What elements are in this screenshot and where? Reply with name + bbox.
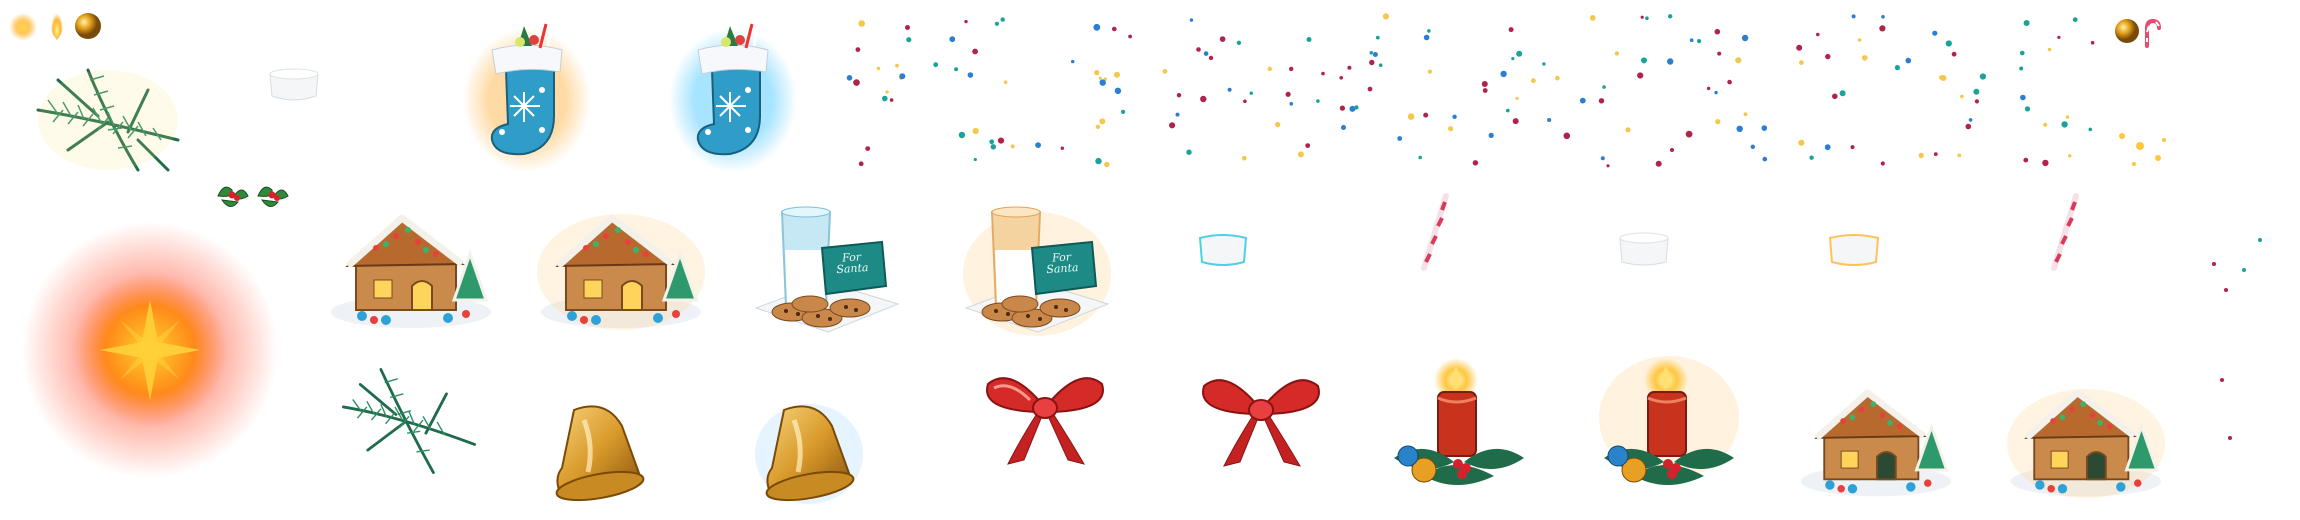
confetti-sparkle-icon <box>840 8 2100 178</box>
golden-bell-icon <box>754 396 864 506</box>
christmas-stocking-icon <box>668 20 798 172</box>
gingerbread-house-icon <box>1796 374 1956 500</box>
flame-drop-icon <box>46 6 68 42</box>
pine-branch-icon <box>28 50 188 180</box>
christmas-stocking-icon <box>462 20 592 172</box>
gingerbread-house-icon <box>326 200 496 330</box>
candy-cane-icon <box>2142 18 2162 48</box>
holly-icon <box>212 178 292 214</box>
candy-cane-icon <box>1420 192 1450 272</box>
small-glow-dot-icon <box>8 12 38 42</box>
milk-and-cookies-icon: For Santa <box>752 204 902 334</box>
red-bow-icon <box>1196 362 1326 472</box>
milk-sign-text: For Santa <box>1045 250 1079 277</box>
milk-and-cookies-icon: For Santa <box>962 204 1112 336</box>
milk-splash-icon <box>1196 232 1250 268</box>
milk-splash-icon <box>266 66 322 104</box>
candy-cane-icon <box>2050 192 2080 272</box>
gingerbread-house-icon <box>2006 374 2166 500</box>
confetti-sparkle-icon <box>2200 230 2280 460</box>
golden-bell-icon <box>544 396 654 506</box>
gold-ornament-icon <box>74 12 102 40</box>
milk-splash-icon <box>1616 232 1672 268</box>
gold-sparkle-icon <box>2112 126 2172 176</box>
gold-ornament-icon <box>2114 18 2140 44</box>
milk-splash-icon <box>1826 232 1882 268</box>
milk-sign-text: For Santa <box>835 250 869 277</box>
gingerbread-house-icon <box>536 200 706 330</box>
red-bow-icon <box>980 360 1110 470</box>
christmas-candle-icon <box>1384 358 1534 498</box>
pine-branch-icon <box>334 356 484 486</box>
sun-glow-icon <box>20 220 280 480</box>
christmas-candle-icon <box>1594 356 1744 498</box>
